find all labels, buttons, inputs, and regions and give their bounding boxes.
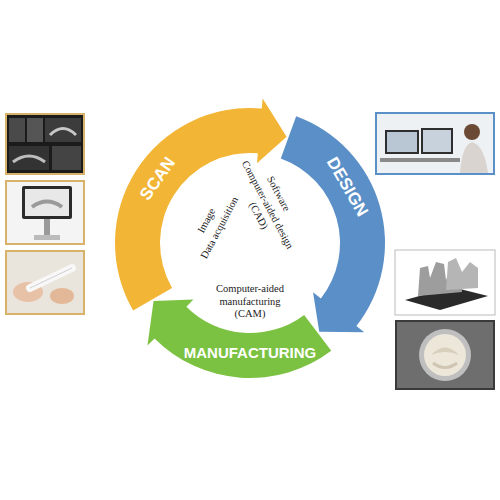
photo-ground [377, 114, 493, 173]
photo-frame [5, 180, 85, 245]
milled-crown [431, 348, 459, 356]
scan-slice [27, 118, 43, 142]
hand [50, 288, 74, 304]
milling-chamber [397, 322, 493, 388]
monitor [385, 130, 419, 154]
scan-slice [9, 118, 25, 142]
annotation-text: Computer-aided manufacturing (CAM) [208, 283, 293, 321]
person-body [460, 142, 488, 173]
person-head [464, 124, 480, 140]
milling-holder [419, 329, 471, 381]
arc-band [281, 116, 385, 332]
jaw-scan [50, 129, 76, 136]
cbct-screen [7, 115, 83, 173]
scan-slice [45, 118, 81, 142]
photo-frame [375, 112, 495, 175]
milled-crown [433, 363, 457, 368]
desk [380, 158, 460, 162]
photo-ground [7, 252, 83, 313]
photo-frame [395, 250, 495, 315]
photo-ground [7, 182, 83, 243]
dental-model [32, 202, 62, 208]
photo-frame [5, 113, 85, 175]
milled-disk [424, 334, 466, 376]
monitor-screen [387, 132, 417, 152]
scan-slice [9, 146, 49, 170]
printed-model [446, 258, 478, 290]
cycle-arc: MANUFACTURING [100, 93, 400, 393]
monitor [421, 128, 453, 154]
stage-label: MANUFACTURING [184, 344, 317, 361]
photo-frame [5, 250, 85, 315]
monitor-screen [25, 189, 69, 216]
jaw-scan [13, 156, 45, 162]
cart-base [34, 235, 60, 240]
monitor-stand [44, 219, 50, 235]
monitor [22, 186, 72, 219]
scan-slice [52, 146, 81, 170]
monitor-screen [423, 130, 451, 152]
scanner-edge [30, 268, 72, 288]
intraoral-scanner [30, 268, 72, 288]
photo-frame [395, 320, 495, 390]
